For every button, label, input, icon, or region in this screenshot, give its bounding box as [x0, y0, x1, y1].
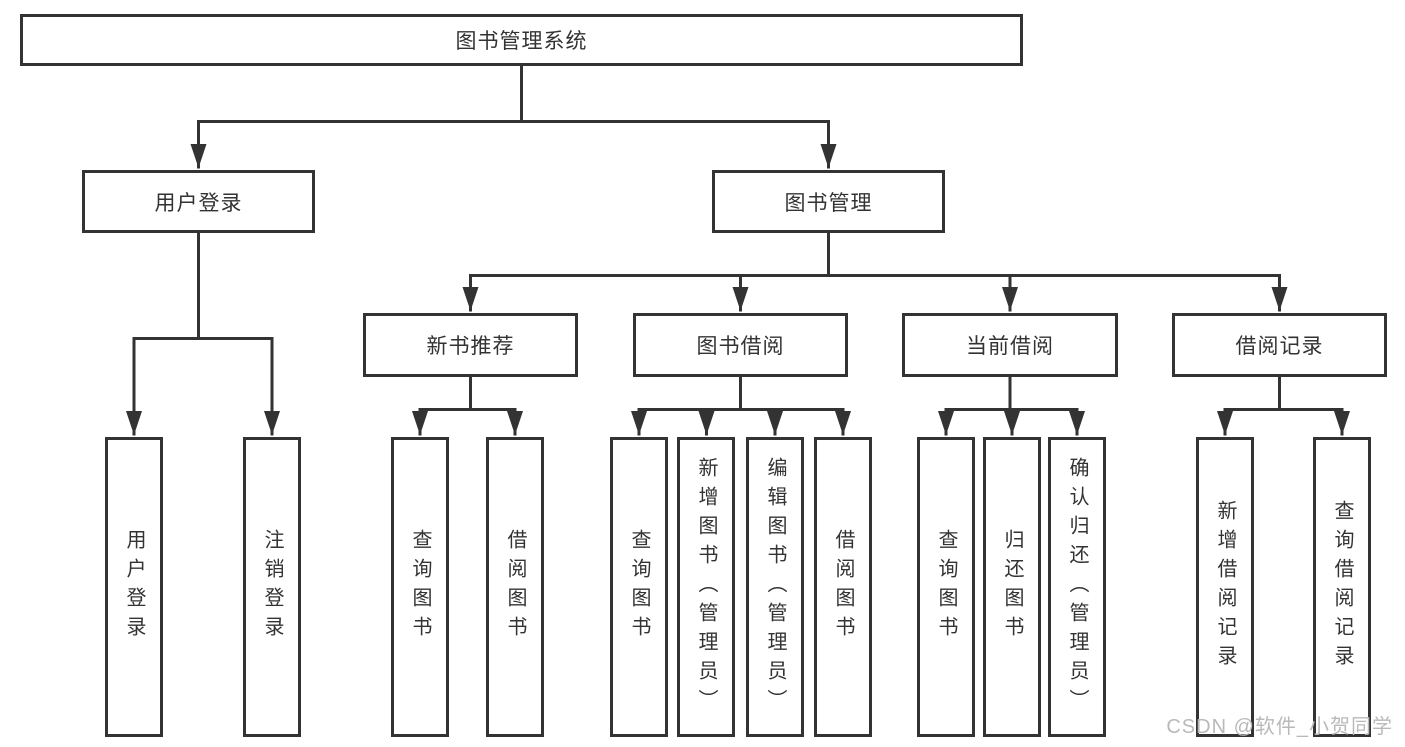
node-label: 图书管理系统 [455, 30, 588, 53]
leaf-add-borrow-record: 新增借阅记录 [1196, 437, 1254, 737]
node-book-management: 图书管理 [712, 170, 945, 233]
leaf-label: 查询图书 [409, 529, 431, 645]
leaf-user-login: 用户登录 [105, 437, 163, 737]
node-new-book-recommend: 新书推荐 [363, 313, 578, 377]
leaf-label: 确认归还（管理员） [1066, 456, 1088, 718]
leaf-label: 查询借阅记录 [1331, 500, 1353, 674]
leaf-label: 查询图书 [628, 529, 650, 645]
leaf-add-book-admin: 新增图书（管理员） [677, 437, 735, 737]
node-label: 借阅记录 [1235, 335, 1324, 358]
leaf-label: 编辑图书（管理员） [764, 456, 786, 718]
leaf-label: 用户登录 [123, 529, 145, 645]
node-label: 当前借阅 [966, 335, 1054, 358]
leaf-label: 借阅图书 [504, 529, 526, 645]
node-label: 图书借阅 [696, 335, 785, 358]
leaf-label: 归还图书 [1001, 529, 1023, 645]
node-user-login: 用户登录 [82, 170, 315, 233]
leaf-edit-book-admin: 编辑图书（管理员） [746, 437, 804, 737]
leaf-logout: 注销登录 [243, 437, 301, 737]
leaf-query-book-2: 查询图书 [610, 437, 668, 737]
leaf-query-book-1: 查询图书 [391, 437, 449, 737]
node-label: 用户登录 [154, 191, 243, 215]
leaf-borrow-book-1: 借阅图书 [486, 437, 544, 737]
node-book-borrow: 图书借阅 [633, 313, 848, 377]
node-borrow-records: 借阅记录 [1172, 313, 1387, 377]
node-label: 图书管理 [784, 191, 873, 215]
leaf-label: 注销登录 [261, 529, 283, 645]
leaf-label: 新增图书（管理员） [695, 456, 717, 718]
leaf-return-book: 归还图书 [983, 437, 1041, 737]
leaf-confirm-return-admin: 确认归还（管理员） [1048, 437, 1106, 737]
leaf-label: 新增借阅记录 [1214, 500, 1236, 674]
leaf-label: 查询图书 [935, 529, 957, 645]
node-current-borrow: 当前借阅 [902, 313, 1118, 377]
leaf-borrow-book-2: 借阅图书 [814, 437, 872, 737]
node-label: 新书推荐 [426, 335, 515, 358]
leaf-query-book-3: 查询图书 [917, 437, 975, 737]
csdn-watermark: CSDN @软件_小贺同学 [1166, 716, 1393, 738]
node-root-library-system: 图书管理系统 [20, 14, 1023, 66]
leaf-query-borrow-record: 查询借阅记录 [1313, 437, 1371, 737]
leaf-label: 借阅图书 [832, 529, 854, 645]
